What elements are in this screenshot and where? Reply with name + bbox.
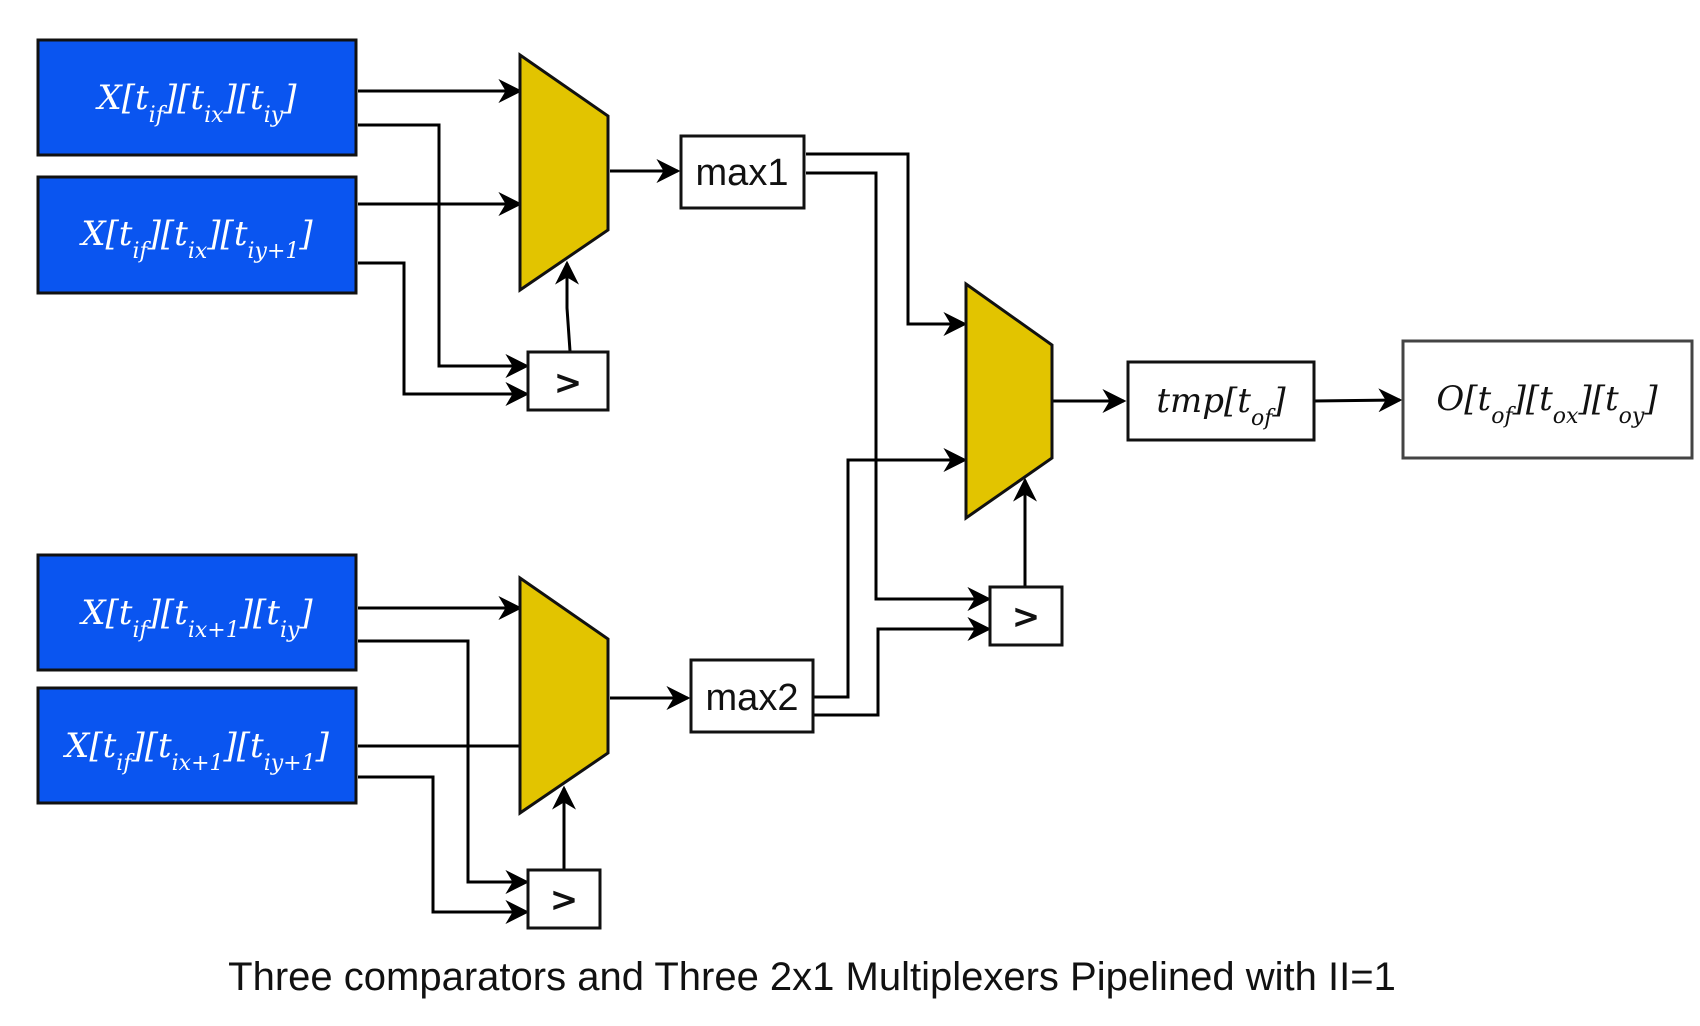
register-tmp: tmp[tof] xyxy=(1126,360,1316,442)
input-x3: X[tif][tix+1][tiy] xyxy=(36,553,358,672)
input-x3-label: X[tif][tix+1][tiy] xyxy=(78,593,313,643)
comparator-2: > xyxy=(526,868,602,930)
register-max2: max2 xyxy=(689,658,815,734)
comparator-2-symbol: > xyxy=(550,880,579,920)
output-o-label: O[tof][tox][toy] xyxy=(1436,379,1658,429)
register-max2-label: max2 xyxy=(706,677,799,719)
comparator-1: > xyxy=(526,350,610,412)
wire-max1-to-mux3 xyxy=(806,152,968,336)
wire-tmp-to-output xyxy=(1312,388,1403,413)
mux-2 xyxy=(518,575,610,816)
input-x4-label: X[tif][tix+1][tiy+1] xyxy=(62,726,330,776)
register-max1-label: max1 xyxy=(696,152,789,194)
register-max1: max1 xyxy=(679,134,806,210)
wire-max2-to-mux3 xyxy=(814,448,968,699)
figure-caption: Three comparators and Three 2x1 Multiple… xyxy=(228,955,1396,999)
wires xyxy=(358,79,1403,924)
wire-x4-to-cmp2 xyxy=(358,775,530,924)
comparator-3-symbol: > xyxy=(1012,597,1041,637)
input-x1-label: X[tif][tix][tiy] xyxy=(95,78,298,128)
wire-cmp1-to-mux1-select xyxy=(555,260,579,352)
input-x4: X[tif][tix+1][tiy+1] xyxy=(36,686,358,805)
wire-x2-to-cmp1 xyxy=(358,261,530,406)
input-x2: X[tif][tix][tiy+1] xyxy=(36,175,358,295)
wire-x3-to-cmp2 xyxy=(358,639,530,894)
comparator-1-symbol: > xyxy=(554,363,583,403)
wire-max2-to-cmp3 xyxy=(814,617,992,717)
mux-3 xyxy=(964,281,1054,521)
input-x2-label: X[tif][tix][tiy+1] xyxy=(78,214,313,264)
register-tmp-label: tmp[tof] xyxy=(1156,381,1286,431)
input-x1: X[tif][tix][tiy] xyxy=(36,38,358,157)
wire-max1-to-cmp3 xyxy=(806,171,992,611)
mux-1 xyxy=(518,52,610,293)
comparator-3: > xyxy=(988,585,1064,647)
output-o: O[tof][tox][toy] xyxy=(1401,339,1694,460)
wire-x1-to-cmp1 xyxy=(358,123,530,378)
